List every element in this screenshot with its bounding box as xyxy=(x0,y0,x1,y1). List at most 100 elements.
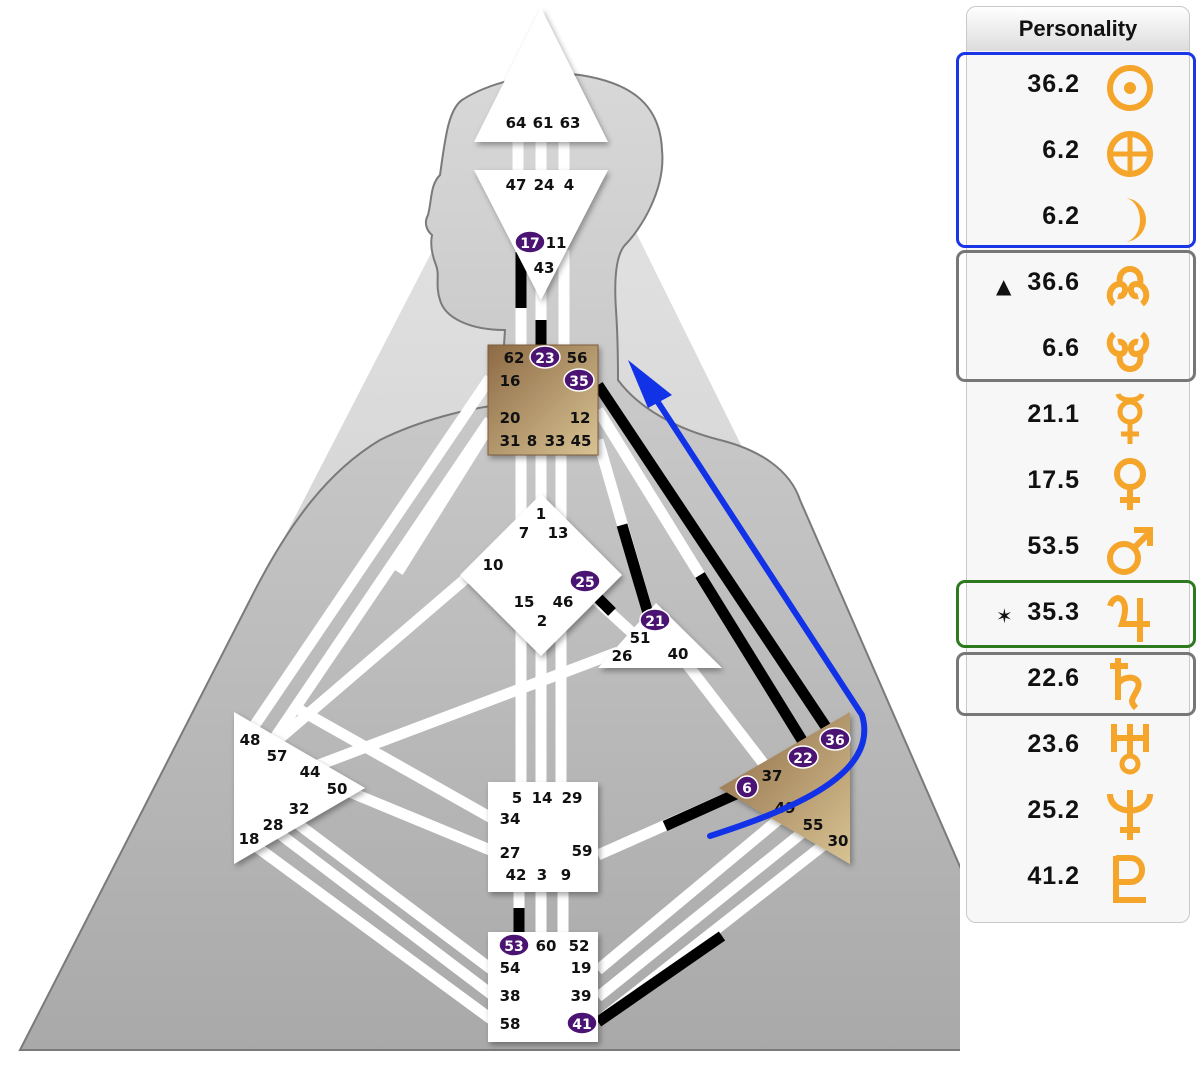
gate-38: 38 xyxy=(500,987,521,1005)
heart-center xyxy=(598,603,722,668)
gate-number: 33 xyxy=(545,432,566,450)
defined-45-21 xyxy=(616,523,656,622)
gate-number: 24 xyxy=(534,176,555,194)
gate-55: 55 xyxy=(803,816,824,834)
activated-gate-badge xyxy=(569,569,601,593)
planet-row: 17.5 xyxy=(966,454,1188,514)
gate-56: 56 xyxy=(567,349,588,367)
defined-35-36 xyxy=(593,381,833,734)
gate-19: 19 xyxy=(571,959,592,977)
personality-panel: Personality xyxy=(966,6,1190,923)
planet-row: 23.6 xyxy=(966,718,1188,778)
planet-row: 21.1 xyxy=(966,388,1188,448)
gate-number: 9 xyxy=(561,866,571,884)
gate-number: 52 xyxy=(569,937,590,955)
gate-13: 13 xyxy=(548,524,569,542)
gate-number: 8 xyxy=(527,432,537,450)
gate-32: 32 xyxy=(289,800,310,818)
gate-6: 6 xyxy=(735,775,759,799)
gate-number: 28 xyxy=(263,816,284,834)
gate-58: 58 xyxy=(500,1015,521,1033)
gate-26: 26 xyxy=(612,647,633,665)
gate-40: 40 xyxy=(668,645,689,663)
gate-line-value: 36.2 xyxy=(1027,70,1080,98)
gate-15: 15 xyxy=(514,593,535,611)
defined-6 xyxy=(662,784,748,832)
sun-icon xyxy=(1107,65,1153,111)
gate-4: 4 xyxy=(564,176,574,194)
gate-20: 20 xyxy=(500,409,521,427)
planet-row: ▲36.6 xyxy=(966,256,1188,316)
gate-22: 22 xyxy=(787,745,819,769)
planet-row: 6.6 xyxy=(966,322,1188,382)
channel-26-44 xyxy=(298,646,620,778)
gate-number: 43 xyxy=(534,259,555,277)
gate-46: 46 xyxy=(553,593,574,611)
gate-5: 5 xyxy=(512,789,522,807)
gate-number: 37 xyxy=(762,767,783,785)
gate-54: 54 xyxy=(500,959,521,977)
gate-52: 52 xyxy=(569,937,590,955)
planet-row: 53.5 xyxy=(966,520,1188,580)
gate-line-value: 25.2 xyxy=(1027,796,1080,824)
gate-3: 3 xyxy=(537,866,547,884)
defined-12-22 xyxy=(695,572,813,753)
jupiter-box xyxy=(956,580,1196,648)
gate-18: 18 xyxy=(239,830,260,848)
gate-29: 29 xyxy=(562,789,583,807)
channel-39-55 xyxy=(594,823,812,1002)
gate-line-value: 23.6 xyxy=(1027,730,1080,758)
gate-number: 62 xyxy=(504,349,525,367)
channel-27-50 xyxy=(342,784,498,858)
solar-plexus-center xyxy=(719,712,850,864)
gate-line-value: 53.5 xyxy=(1027,532,1080,560)
gate-number: 12 xyxy=(570,409,591,427)
gate-14: 14 xyxy=(532,789,553,807)
gate-number: 51 xyxy=(630,629,651,647)
uranus-icon xyxy=(1111,724,1149,775)
mercury-icon xyxy=(1115,392,1145,444)
gate-number: 42 xyxy=(506,866,527,884)
gate-line-value: 41.2 xyxy=(1027,862,1080,890)
gate-11: 11 xyxy=(546,234,567,252)
gate-line-value: 17.5 xyxy=(1027,466,1080,494)
gate-number: 29 xyxy=(562,789,583,807)
planet-row: 6.2 xyxy=(966,124,1188,184)
gate-number: 31 xyxy=(500,432,521,450)
gate-line-value: 21.1 xyxy=(1027,400,1080,428)
gate-number: 5 xyxy=(512,789,522,807)
gate-9: 9 xyxy=(561,866,571,884)
gate-number: 1 xyxy=(536,505,546,523)
gate-17: 17 xyxy=(514,230,546,254)
gate-number: 36 xyxy=(825,733,844,749)
gate-number: 39 xyxy=(571,987,592,1005)
gate-number: 17 xyxy=(520,236,539,252)
gate-42: 42 xyxy=(506,866,527,884)
activated-gate-badge xyxy=(735,775,759,799)
gate-number: 10 xyxy=(483,556,504,574)
saturn-box xyxy=(956,652,1196,716)
gate-53: 53 xyxy=(498,933,530,957)
direction-arrow xyxy=(647,387,868,839)
gate-line-value: 6.2 xyxy=(1042,136,1080,164)
gate-28: 28 xyxy=(263,816,284,834)
gate-39: 39 xyxy=(571,987,592,1005)
gate-number: 55 xyxy=(803,816,824,834)
gate-30: 30 xyxy=(828,832,849,850)
gate-25: 25 xyxy=(569,569,601,593)
gate-61: 61 xyxy=(533,114,554,132)
gate-16: 16 xyxy=(500,372,521,390)
gate-number: 60 xyxy=(536,937,557,955)
gate-number: 46 xyxy=(553,593,574,611)
gate-47: 47 xyxy=(506,176,527,194)
gate-number: 54 xyxy=(500,959,521,977)
gate-number: 22 xyxy=(793,751,812,767)
gate-12: 12 xyxy=(570,409,591,427)
head-center xyxy=(474,8,608,142)
gate-60: 60 xyxy=(536,937,557,955)
gate-41: 41 xyxy=(566,1011,598,1035)
gate-number: 4 xyxy=(564,176,574,194)
gate-36: 36 xyxy=(819,727,851,751)
gate-number: 32 xyxy=(289,800,310,818)
